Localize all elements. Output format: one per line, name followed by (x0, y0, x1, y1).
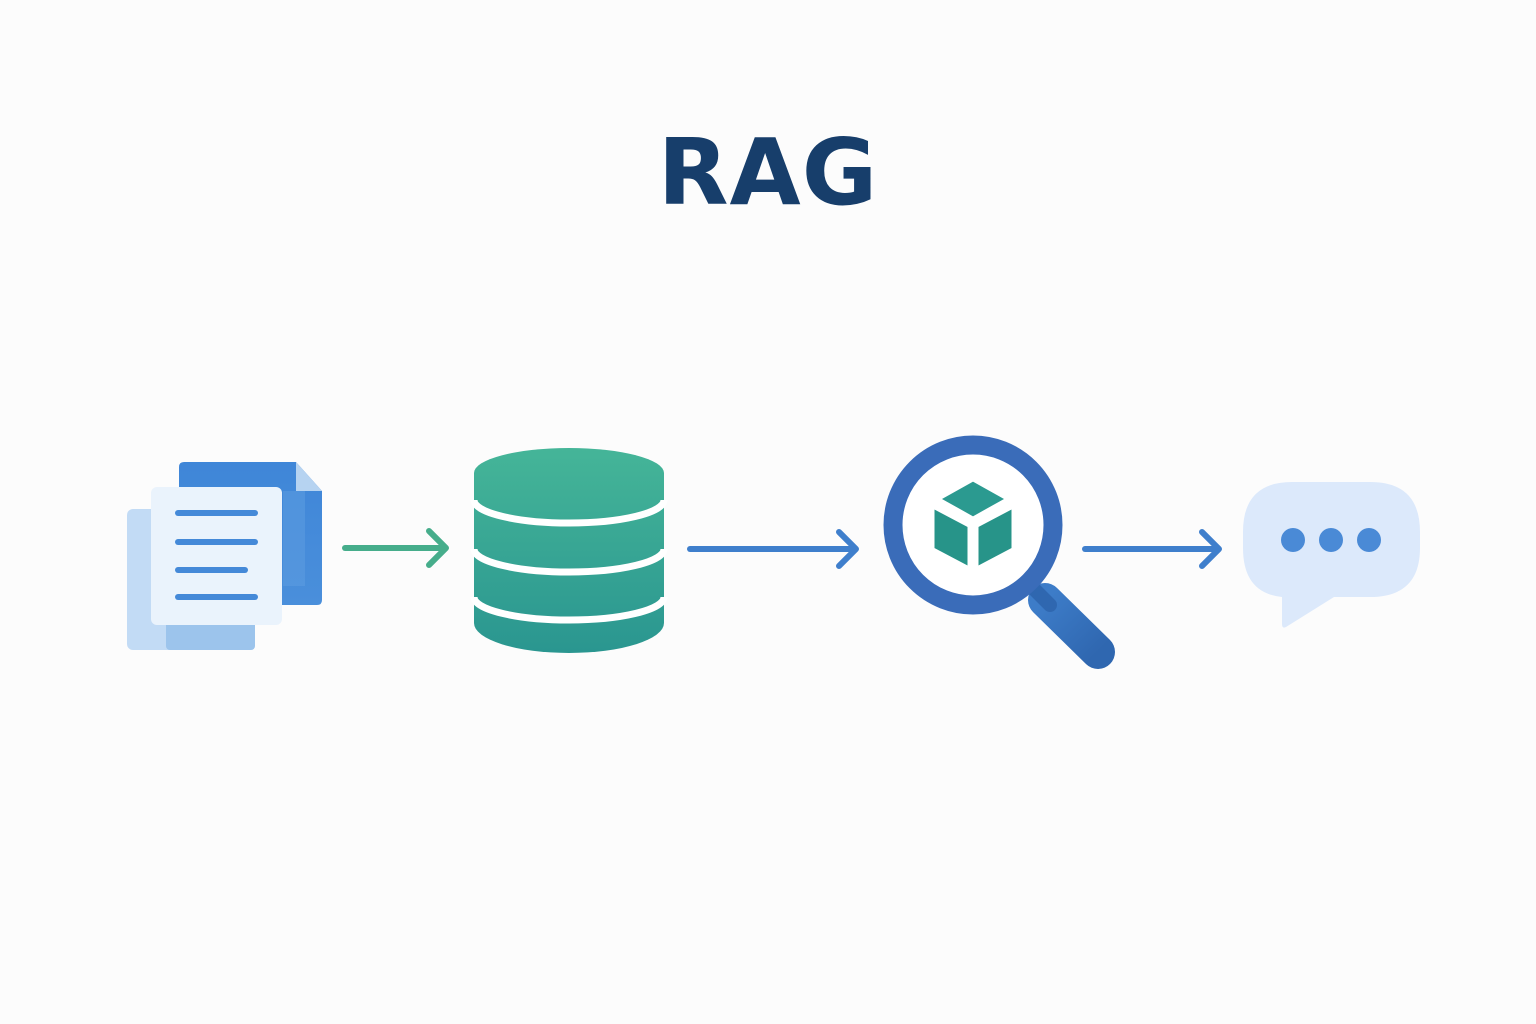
arrow-documents-to-database (342, 528, 449, 568)
diagram-title: RAG (657, 119, 879, 226)
chat-bubble-icon (1243, 482, 1420, 628)
database-icon (470, 448, 668, 653)
documents-icon (127, 462, 322, 650)
magnifier-cube-icon (883, 435, 1115, 669)
arrow-database-to-search (687, 529, 859, 569)
arrow-search-to-answer (1082, 529, 1222, 569)
